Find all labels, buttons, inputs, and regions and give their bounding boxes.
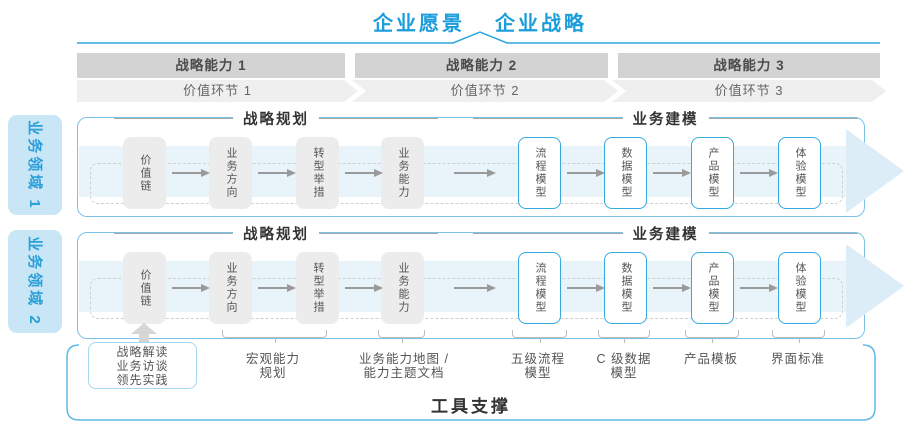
flow-arrow-icon — [567, 169, 605, 177]
header-rule-left — [114, 232, 233, 234]
box-process-model-row2: 流程模型 — [518, 252, 561, 324]
top-title-row: 企业愿景 企业战略 — [50, 7, 910, 36]
input-method-line: 领先实践 — [116, 372, 169, 387]
note-product-template: 产品模板 — [683, 352, 739, 366]
value-chain-segment-3: 价值环节 3 — [612, 80, 886, 102]
flow-band-arrowhead-icon — [846, 244, 904, 328]
enterprise-strategy-label: 企业战略 — [495, 13, 587, 35]
header-strategic-planning: 战略规划 — [114, 107, 438, 129]
flow-arrow-icon — [740, 284, 778, 292]
brace-interface-standard — [772, 330, 825, 343]
capability-bar-1: 战略能力 1 — [77, 53, 345, 78]
box-product-model: 产品模型 — [691, 137, 734, 209]
flow-arrow-icon — [172, 169, 210, 177]
flow-arrow-icon — [653, 169, 691, 177]
capability-bar-2: 战略能力 2 — [355, 53, 608, 78]
up-arrow-shaft — [139, 333, 149, 343]
flow-band-arrowhead-icon — [846, 129, 904, 213]
brace-process-model — [512, 330, 567, 343]
domain-tab-1-label: 业务领域 1 — [25, 119, 43, 211]
enterprise-vision-label: 企业愿景 — [373, 13, 465, 35]
tool-support-label: 工具支撑 — [431, 397, 511, 416]
input-methods-box: 战略解读 业务访谈 领先实践 — [88, 342, 197, 389]
flow-arrow-icon — [258, 284, 296, 292]
flow-arrow-icon — [454, 169, 496, 177]
input-method-line: 战略解读 — [116, 344, 169, 359]
pipeline-dashed-frame — [90, 278, 843, 319]
header-strategic-planning: 战略规划 — [114, 222, 438, 244]
box-value-chain: 价值链 — [123, 137, 166, 209]
box-product-model-row2: 产品模型 — [691, 252, 734, 324]
box-process-model: 流程模型 — [518, 137, 561, 209]
brace-macro-capability — [222, 330, 327, 343]
note-capability-map: 业务能力地图 / 能力主题文档 — [359, 352, 449, 380]
up-arrow-icon — [131, 323, 157, 334]
capability-bar-3: 战略能力 3 — [618, 53, 880, 78]
header-rule-right — [319, 232, 438, 234]
flow-arrow-icon — [345, 169, 383, 177]
box-value-chain-row2: 价值链 — [123, 252, 166, 324]
header-rule-right — [319, 117, 438, 119]
header-business-modeling: 业务建模 — [473, 107, 858, 129]
flow-arrow-icon — [258, 169, 296, 177]
header-rule-left — [473, 232, 623, 234]
brace-capability-map — [378, 330, 425, 343]
domain-row-2: 战略规划 业务建模 价值链 业务方向 转型举措 业务能力 流程模型 数据模型 产… — [77, 222, 904, 339]
box-business-direction: 业务方向 — [209, 137, 252, 209]
pipeline-dashed-frame — [90, 163, 843, 204]
flow-arrow-icon — [172, 284, 210, 292]
box-transformation-initiatives-row2: 转型举措 — [296, 252, 339, 324]
note-macro-capability: 宏观能力 规划 — [245, 352, 301, 380]
domain-tab-2: 业务领域 2 — [8, 230, 62, 333]
flow-arrow-icon — [653, 284, 691, 292]
brace-product-template — [685, 330, 739, 343]
note-process-model: 五级流程 模型 — [510, 352, 566, 380]
header-business-modeling: 业务建模 — [473, 222, 858, 244]
header-rule-right — [708, 232, 858, 234]
domain-row-1: 战略规划 业务建模 价值链 业务方向 转型举措 业务能力 流程模型 数据模型 产… — [77, 107, 904, 217]
box-data-model: 数据模型 — [604, 137, 647, 209]
brace-data-model — [598, 330, 650, 343]
box-experience-model: 体验模型 — [778, 137, 821, 209]
box-experience-model-row2: 体验模型 — [778, 252, 821, 324]
flow-arrow-icon — [454, 284, 496, 292]
strategic-planning-label: 战略规划 — [233, 222, 319, 244]
flow-arrow-icon — [740, 169, 778, 177]
box-business-capability: 业务能力 — [381, 137, 424, 209]
note-interface-standard: 界面标准 — [770, 352, 826, 366]
business-modeling-label: 业务建模 — [622, 222, 709, 244]
domain-tab-2-label: 业务领域 2 — [25, 236, 43, 327]
header-rule-left — [114, 117, 233, 119]
box-business-capability-row2: 业务能力 — [381, 252, 424, 324]
box-data-model-row2: 数据模型 — [604, 252, 647, 324]
input-method-line: 业务访谈 — [116, 358, 169, 373]
header-rule-left — [473, 117, 623, 119]
value-chain-segment-1: 价值环节 1 — [77, 80, 358, 102]
value-chain-segment-2: 价值环节 2 — [352, 80, 618, 102]
business-modeling-label: 业务建模 — [622, 107, 709, 129]
flow-arrow-icon — [567, 284, 605, 292]
box-transformation-initiatives: 转型举措 — [296, 137, 339, 209]
domain-tab-1: 业务领域 1 — [8, 115, 62, 215]
strategic-planning-label: 战略规划 — [233, 107, 319, 129]
header-rule-right — [708, 117, 858, 119]
flow-arrow-icon — [345, 284, 383, 292]
box-business-direction-row2: 业务方向 — [209, 252, 252, 324]
note-data-model: C 级数据 模型 — [596, 352, 652, 380]
